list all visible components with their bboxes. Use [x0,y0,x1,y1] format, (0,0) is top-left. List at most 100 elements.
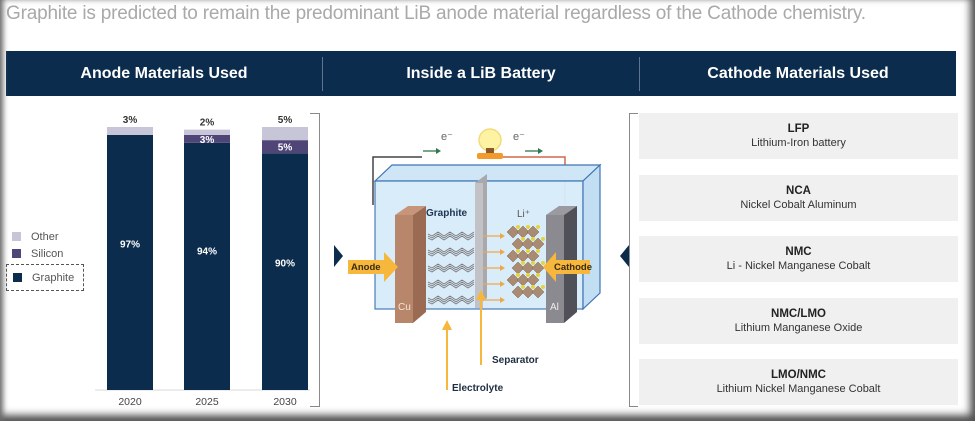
lithium-atom [526,225,530,229]
header-divider [639,56,640,91]
legend-swatch-other [12,232,21,241]
crystal-unit [521,285,535,299]
lithium-atom [521,285,525,289]
cathode-code: NCA [786,184,811,197]
lithium-atom [526,249,530,253]
electron-arrow-right-icon [525,148,543,154]
electron-label-left: e⁻ [441,131,453,143]
electrolyte-label: Electrolyte [452,383,504,394]
chart-legend: Other Silicon Graphite [6,228,84,291]
bar-graphite-2020 [107,134,153,390]
graphite-sheet [427,233,475,239]
cathode-crystal [506,225,545,299]
lithium-atom [531,285,535,289]
bar-silicon-2030 [262,140,308,154]
lithium-atom [516,273,520,277]
electron-label-right: e⁻ [513,131,525,143]
cathode-name: Li - Nickel Manganese Cobalt [726,260,871,272]
bar-other-2030 [262,127,308,141]
lithium-atom [536,225,540,229]
li-arrow-head [500,281,505,287]
lithium-atom [536,273,540,277]
copper-label: Cu [398,302,411,313]
cathode-item-nca: NCA Nickel Cobalt Aluminum [639,174,958,221]
anode-arrow-icon [348,252,398,282]
bar-graphite-2030 [262,153,308,390]
legend-label: Other [31,230,59,243]
electrolyte-pointer-icon [442,320,452,390]
crystal-unit [506,225,520,239]
anode-label: Anode [351,262,381,273]
legend-item-other[interactable]: Other [6,228,84,245]
separator-label: Separator [492,355,539,366]
cathode-list: LFP Lithium-Iron battery NCA Nickel Coba… [639,113,958,421]
lithium-atom [526,273,530,277]
li-arrow-head [500,233,505,239]
legend-item-silicon[interactable]: Silicon [6,245,84,262]
pointer-left-icon [620,245,629,267]
battery-section-title: Inside a LiB Battery [406,64,556,82]
pointer-right-icon [334,245,343,267]
graphite-sheet [427,249,475,255]
graphite-sheet [427,251,475,257]
cathode-name: Lithium Nickel Manganese Cobalt [716,383,881,395]
graphite-sheet [427,299,475,305]
lithium-atom [541,261,545,265]
cathode-name: Lithium-Iron battery [751,137,846,149]
lithium-ion-arrows [483,233,505,303]
data-label: 3% [123,115,138,126]
legend-item-graphite[interactable]: Graphite [6,264,84,291]
lithium-atom [516,249,520,253]
x-tick-label: 2020 [118,396,142,408]
data-label: 5% [278,115,293,126]
data-label: 3% [200,135,215,146]
graphite-layers [427,231,475,305]
graphite-sheet [427,279,475,285]
graphite-label: Graphite [426,208,468,219]
battery-illustration [348,128,602,390]
lithium-atom [536,249,540,253]
cathode-name: Lithium Manganese Oxide [734,321,863,334]
lithium-atom [541,285,545,289]
bar-graphite-2025 [184,142,230,390]
separator-pointer-icon [476,290,486,365]
graphite-sheet [427,235,475,241]
section-header-bar: Anode Materials Used Inside a LiB Batter… [6,51,956,96]
cathode-code: LFP [787,123,810,135]
cathode-code: LMO/NMC [771,369,826,381]
light-bulb-icon [477,128,503,159]
header-divider [322,56,323,91]
cathode-arrow-icon [543,252,590,282]
lithium-atom [531,237,535,241]
data-label: 94% [197,246,217,257]
anode-copper-plate [395,206,426,323]
battery-diagram: Graphite Li⁺ Anode Cathode Cu Al Separat… [340,110,620,400]
legend-swatch-silicon [12,249,21,258]
graphite-sheet [427,267,475,273]
cathode-name: Nickel Cobalt Aluminum [740,198,857,211]
lithium-atom [516,225,520,229]
cathode-code: NMC/LMO [771,307,826,320]
cathode-section-title: Cathode Materials Used [707,64,889,82]
graphite-sheet [427,283,475,289]
cathode-item-lmo-nmc: LMO/NMC Lithium Nickel Manganese Cobalt [639,359,958,405]
graphite-sheet [427,231,475,237]
x-tick-label: 2030 [273,396,297,408]
legend-label: Silicon [31,247,64,260]
graphite-sheet [427,263,475,269]
lithium-atom [521,237,525,241]
cathode-item-nmc: NMC Li - Nickel Manganese Cobalt [639,236,958,282]
bar-other-2025 [184,129,230,135]
lithium-atom [541,237,545,241]
headline: Graphite is predicted to remain the pred… [6,3,866,24]
data-label: 5% [278,143,293,154]
cathode-bracket [629,113,638,407]
crystal-unit [506,249,520,263]
cathode-item-nmc-lmo: NMC/LMO Lithium Manganese Oxide [639,297,958,344]
wire-left [372,156,422,205]
electron-arrow-left-icon [423,148,441,154]
bar-other-2020 [107,127,153,135]
cathode-code: NMC [785,246,812,258]
